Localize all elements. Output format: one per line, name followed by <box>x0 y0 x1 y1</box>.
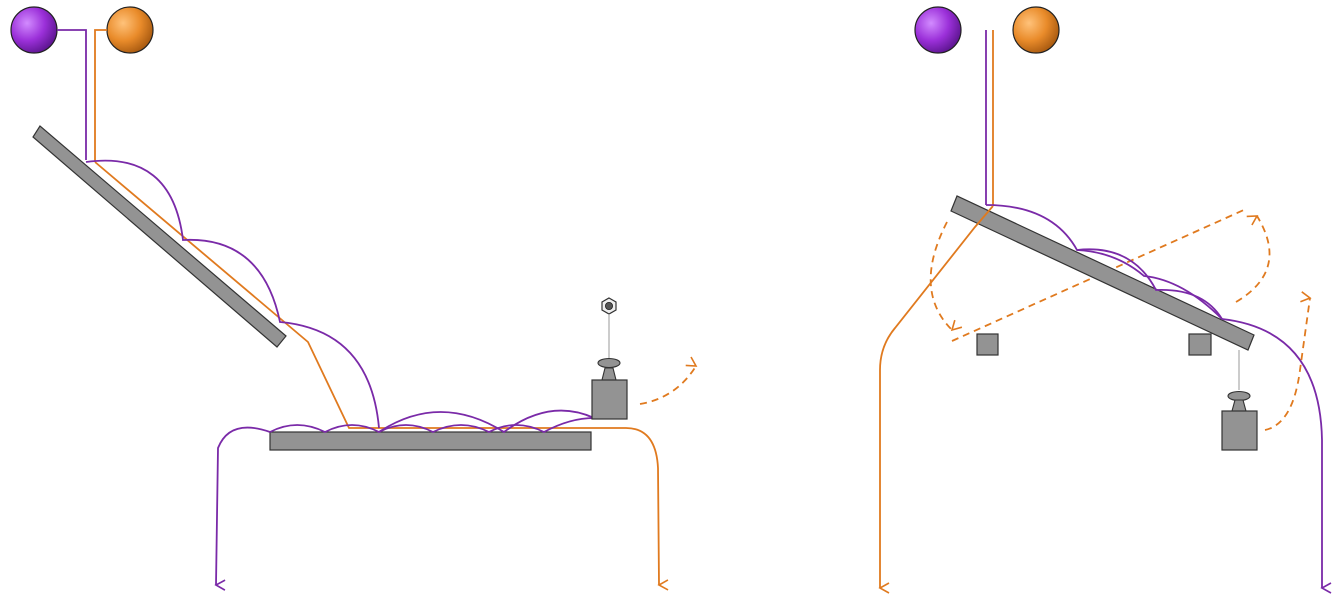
left-panel <box>10 6 698 591</box>
orange-incoming-beam <box>94 29 107 162</box>
purple-ball-icon <box>914 6 962 54</box>
orange-dashed-curve-right <box>1235 215 1271 303</box>
tilted-plate <box>32 125 287 348</box>
orange-exit-right-panel <box>878 205 994 594</box>
purple-bounce-right-small <box>1076 249 1223 320</box>
right-block <box>1188 333 1212 356</box>
purple-exit-right <box>1221 318 1332 594</box>
purple-bounce-horizontal-large <box>378 409 595 434</box>
purple-exit-left <box>214 426 271 591</box>
orange-dashed-deflection-right <box>1264 291 1312 431</box>
orange-ball-icon <box>1012 6 1060 54</box>
orange-dashed-curve-left <box>929 221 963 332</box>
left-block <box>976 333 999 356</box>
purple-bounce-tilted <box>85 159 380 429</box>
right-weight <box>1221 350 1258 451</box>
horizontal-plate <box>269 431 592 451</box>
purple-ball-icon <box>10 6 58 54</box>
purple-bounce-horizontal <box>269 417 595 434</box>
tilted-plate-right <box>950 195 1255 351</box>
orange-ball-icon <box>106 6 154 54</box>
left-weight <box>591 297 628 420</box>
purple-bounce-right <box>985 204 1223 320</box>
orange-dashed-deflection-left <box>639 356 698 405</box>
right-panel <box>878 6 1332 594</box>
orange-path-left <box>94 161 669 591</box>
purple-incoming-beam <box>57 29 87 160</box>
